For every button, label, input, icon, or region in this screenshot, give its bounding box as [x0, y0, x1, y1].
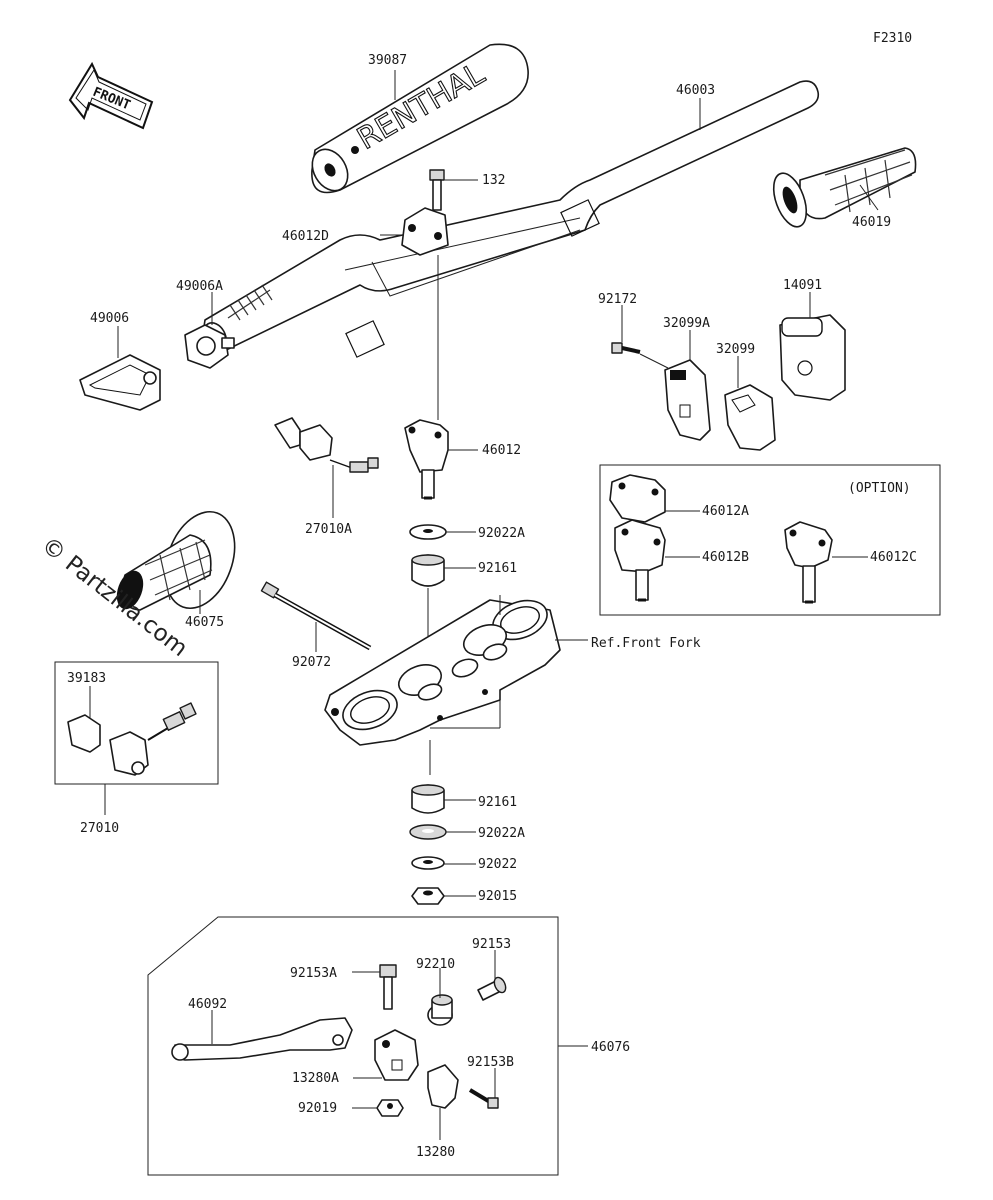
option-clamp-46012C	[784, 521, 833, 604]
label-92210: 92210	[416, 957, 455, 972]
label-13280: 13280	[416, 1145, 455, 1160]
switch-27010A	[274, 417, 379, 473]
option-box	[599, 464, 941, 616]
label-49006: 49006	[90, 311, 129, 326]
option-clamp-46012B	[614, 519, 666, 602]
cover-49006	[79, 354, 161, 411]
label-32099A: 32099A	[663, 316, 710, 331]
left-grip	[116, 510, 236, 611]
washer-92022	[411, 856, 445, 870]
label-46092: 46092	[188, 997, 227, 1012]
label-132: 132	[482, 173, 505, 188]
nut-92019	[376, 1099, 404, 1117]
label-92019: 92019	[298, 1101, 337, 1116]
label-39087: 39087	[368, 53, 407, 68]
label-46075: 46075	[185, 615, 224, 630]
label-46012: 46012	[482, 443, 521, 458]
screw-92172	[611, 342, 641, 354]
label-92022A-bottom: 92022A	[478, 826, 525, 841]
label-92015: 92015	[478, 889, 517, 904]
label-46012C: 46012C	[870, 550, 917, 565]
bolt-92153B	[468, 1088, 499, 1109]
label-32099: 32099	[716, 342, 755, 357]
label-27010A: 27010A	[305, 522, 352, 537]
label-92022A-top: 92022A	[478, 526, 525, 541]
washer-92022A-top	[409, 524, 447, 540]
label-39183: 39183	[67, 671, 106, 686]
bolt-92153	[477, 976, 507, 1001]
adjuster-49006A	[184, 324, 235, 369]
label-92022: 92022	[478, 857, 517, 872]
bushing-92210	[427, 994, 453, 1026]
front-direction-arrow: FRONT	[68, 61, 154, 130]
handlebar	[201, 80, 820, 358]
cable-tie-92072	[260, 581, 372, 651]
label-14091: 14091	[783, 278, 822, 293]
cap-14091	[779, 314, 846, 401]
handlebar-holder-46012	[404, 419, 449, 500]
label-92153B: 92153B	[467, 1055, 514, 1070]
label-92153A: 92153A	[290, 966, 337, 981]
rubber-92161-bottom	[411, 784, 445, 814]
clamp-13280	[427, 1064, 459, 1109]
label-92161-top: 92161	[478, 561, 517, 576]
option-label: (OPTION)	[848, 481, 911, 496]
option-clamp-46012A	[609, 474, 666, 523]
label-46003: 46003	[676, 83, 715, 98]
switch-assembly-box	[54, 661, 219, 785]
label-46019: 46019	[852, 215, 891, 230]
label-46012A: 46012A	[702, 504, 749, 519]
knurl-pattern	[227, 284, 273, 321]
label-92172: 92172	[598, 292, 637, 307]
bolt-132	[429, 169, 445, 211]
upper-clamp-46012D	[401, 207, 449, 256]
right-grip	[772, 147, 917, 228]
clip-39183	[67, 714, 101, 753]
steering-triple-clamp	[324, 599, 561, 746]
label-92153: 92153	[472, 937, 511, 952]
label-27010: 27010	[80, 821, 119, 836]
label-46012D: 46012D	[282, 229, 329, 244]
bolt-92153A	[379, 964, 397, 1010]
ref-front-fork-label: Ref.Front Fork	[591, 636, 701, 651]
nut-92015	[411, 887, 445, 905]
housing-32099A	[664, 359, 711, 441]
lever-holder-13280A	[374, 1029, 419, 1081]
label-46012B: 46012B	[702, 550, 749, 565]
label-92072: 92072	[292, 655, 331, 670]
rubber-92161-top	[411, 554, 445, 587]
label-92161-bottom: 92161	[478, 795, 517, 810]
label-13280A: 13280A	[292, 1071, 339, 1086]
switch-27010	[109, 702, 197, 776]
label-46076: 46076	[591, 1040, 630, 1055]
washer-92022A-bottom	[409, 824, 447, 840]
cover-32099	[724, 384, 776, 451]
clutch-lever-46092	[171, 1017, 353, 1061]
figure-code: F2310	[873, 31, 912, 46]
label-49006A: 49006A	[176, 279, 223, 294]
